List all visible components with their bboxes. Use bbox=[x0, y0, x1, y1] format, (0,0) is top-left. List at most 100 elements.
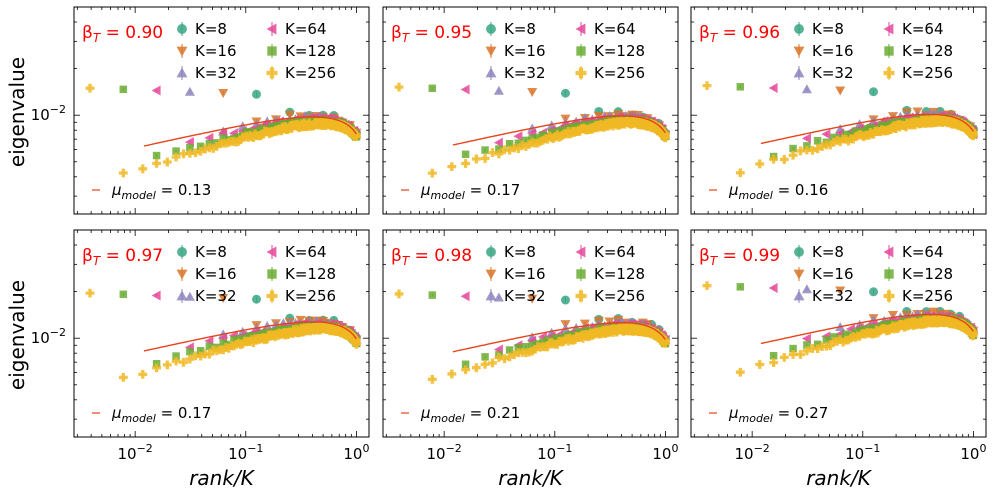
data-point-k256 bbox=[191, 351, 200, 361]
data-point-k8 bbox=[251, 89, 261, 99]
legend-label-k64: K=64 bbox=[285, 243, 327, 261]
plot-area bbox=[394, 82, 671, 178]
data-point-k128 bbox=[505, 140, 514, 148]
data-point-k256 bbox=[543, 342, 552, 352]
data-point-k256 bbox=[179, 357, 188, 367]
data-point-k8 bbox=[560, 88, 570, 98]
legend-label-k128: K=128 bbox=[594, 42, 645, 60]
data-point-k256 bbox=[152, 363, 161, 373]
data-point-k256 bbox=[351, 131, 361, 141]
data-point-k128 bbox=[172, 352, 180, 360]
data-point-k256 bbox=[735, 168, 745, 178]
data-point-k256 bbox=[204, 349, 214, 359]
data-point-k256 bbox=[480, 359, 490, 369]
data-point-k256 bbox=[427, 168, 437, 178]
legend-marker-k128 bbox=[576, 46, 586, 56]
data-point-k256 bbox=[505, 145, 515, 155]
data-point-k32 bbox=[801, 84, 812, 94]
data-point-k256 bbox=[488, 148, 497, 158]
data-point-k256 bbox=[191, 148, 200, 158]
data-point-k256 bbox=[471, 363, 481, 373]
data-point-k16 bbox=[835, 86, 846, 96]
data-point-k32 bbox=[493, 85, 504, 95]
data-point-k32 bbox=[493, 292, 504, 302]
model-line bbox=[760, 113, 974, 145]
plot-area bbox=[85, 83, 362, 178]
legend-label-k64: K=64 bbox=[902, 20, 944, 38]
beta-label: βT = 0.97 bbox=[82, 246, 163, 268]
y-tick-label: 10−2 bbox=[31, 103, 66, 124]
data-point-k128 bbox=[172, 147, 180, 155]
x-axis-label: rank/K bbox=[189, 466, 255, 490]
data-point-k256 bbox=[162, 360, 172, 370]
legend-marker-k8 bbox=[486, 24, 496, 34]
legend-marker-k256 bbox=[266, 290, 278, 302]
data-point-k128 bbox=[186, 347, 194, 356]
data-point-k256 bbox=[848, 134, 858, 144]
legend-label-k32: K=32 bbox=[812, 64, 854, 82]
data-point-k128 bbox=[789, 144, 797, 153]
legend-marker-k128 bbox=[267, 269, 277, 279]
legend-marker-k128 bbox=[884, 46, 894, 56]
data-point-k256 bbox=[813, 144, 823, 154]
data-point-k256 bbox=[447, 162, 457, 172]
data-point-k128 bbox=[461, 150, 470, 159]
data-point-k256 bbox=[844, 136, 853, 146]
legend-marker-k256 bbox=[266, 67, 278, 79]
data-point-k64 bbox=[768, 83, 778, 94]
data-point-k64 bbox=[801, 133, 811, 144]
data-point-k256 bbox=[552, 339, 562, 349]
legend-label-k128: K=128 bbox=[285, 42, 336, 60]
data-point-k256 bbox=[212, 141, 222, 151]
legend-label-k16: K=16 bbox=[812, 42, 854, 60]
legend-marker-k32 bbox=[176, 67, 188, 78]
data-point-k256 bbox=[505, 352, 515, 362]
legend-marker-k16 bbox=[176, 46, 188, 57]
data-point-k64 bbox=[151, 290, 161, 301]
legend-label-k256: K=256 bbox=[285, 287, 336, 305]
data-point-k256 bbox=[351, 339, 361, 349]
legend-marker-k8 bbox=[177, 24, 187, 34]
legend-label-k16: K=16 bbox=[195, 42, 237, 60]
data-point-k128 bbox=[119, 85, 128, 94]
data-point-k256 bbox=[660, 133, 670, 143]
data-point-k64 bbox=[821, 129, 831, 140]
data-point-k64 bbox=[493, 137, 503, 148]
data-point-k256 bbox=[394, 289, 404, 299]
data-point-k256 bbox=[118, 168, 128, 178]
data-point-k256 bbox=[755, 159, 765, 169]
data-point-k256 bbox=[218, 345, 228, 355]
data-point-k128 bbox=[736, 83, 745, 91]
data-point-k256 bbox=[138, 369, 148, 379]
legend-marker-k256 bbox=[883, 67, 895, 79]
data-point-k256 bbox=[196, 351, 206, 361]
legend-label-k8: K=8 bbox=[195, 243, 227, 261]
data-point-k256 bbox=[394, 82, 404, 92]
data-point-k128 bbox=[514, 343, 523, 352]
data-point-k256 bbox=[835, 137, 845, 147]
data-point-k256 bbox=[825, 140, 835, 150]
data-point-k256 bbox=[118, 372, 128, 382]
plot-area bbox=[85, 288, 362, 382]
legend-label-k8: K=8 bbox=[812, 20, 844, 38]
data-point-k128 bbox=[428, 84, 437, 93]
data-point-k16 bbox=[527, 294, 538, 304]
data-point-k128 bbox=[428, 291, 437, 299]
data-point-k128 bbox=[505, 346, 514, 354]
legend-label-k16: K=16 bbox=[504, 42, 546, 60]
plot-area bbox=[702, 81, 979, 178]
data-point-k16 bbox=[284, 110, 295, 120]
data-point-k128 bbox=[481, 146, 489, 154]
data-point-k256 bbox=[488, 358, 497, 368]
legend-label-k128: K=128 bbox=[285, 265, 336, 283]
data-point-k256 bbox=[545, 131, 555, 141]
legend-label-k8: K=8 bbox=[195, 20, 227, 38]
data-point-k256 bbox=[702, 81, 712, 91]
data-point-k128 bbox=[119, 290, 128, 299]
data-point-k256 bbox=[471, 154, 481, 164]
data-point-k16 bbox=[218, 89, 229, 99]
data-point-k16 bbox=[527, 87, 538, 97]
data-point-k128 bbox=[186, 143, 194, 152]
